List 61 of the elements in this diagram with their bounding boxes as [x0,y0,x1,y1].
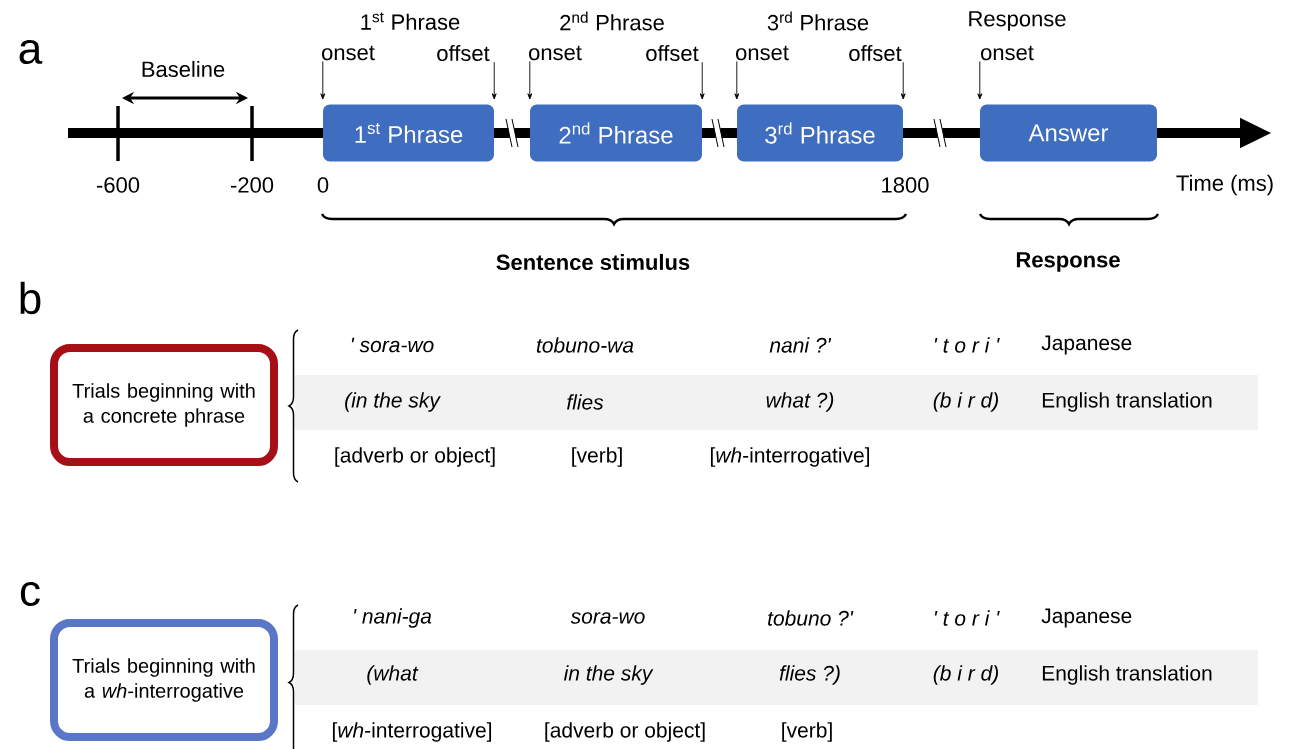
table-cell: English translation [1042,665,1212,685]
arrow [491,61,497,100]
table-cell: Japanese [1041,608,1132,628]
bracket-label: Response [1016,252,1120,272]
phrase-heading: 3$^{rd}$ Phrase [767,11,869,31]
cue-label: onset [981,45,1034,61]
table-cell: [wh-interrogative] [710,447,870,467]
arrow [977,60,983,100]
arrow [734,60,740,100]
table-cell: flies ?) [779,665,840,685]
panel-letter: c [20,581,40,607]
phrase-box: Answer [980,104,1157,162]
table-cell: nani ?' [769,337,832,353]
table-cell: sora-wo [570,612,645,624]
phrase-heading: Response [969,11,1066,31]
bracket-label: Sentence stimulus [496,253,690,271]
arrow [900,61,906,100]
table-cell: (what [367,665,419,685]
table-cell: tobuno-wa [536,337,634,353]
annotation: Baseline [142,60,225,78]
table-cell: (in the sky [345,392,441,412]
tick-label: 0 [317,177,329,193]
table-cell: (b i r d) [933,392,998,412]
panel-letter: a [19,39,43,65]
table-cell: ' nani-ga [354,608,432,628]
table-cell: ' sora-wo [351,337,434,353]
cue-label: offset [646,44,699,62]
phrase-heading: 1$^{st}$ Phrase [361,12,460,30]
table-cell: [verb] [572,447,622,467]
table-cell: [verb] [782,722,832,742]
table-cell: what ?) [766,392,834,412]
table-cell: ' t o r i ' [934,610,1000,626]
table-cell: ' t o r i ' [934,337,1000,353]
table-cell: (b i r d) [933,665,998,685]
arrow [320,60,326,100]
phrase-box: 1$^{st}$ Phrase [323,104,494,162]
arrow [527,60,533,100]
table-cell: [wh-interrogative] [332,722,492,742]
tick-label: -200 [230,177,274,193]
cue-label: offset [437,44,490,62]
table-cell: flies [567,394,604,410]
tick-label: 1800 [882,177,929,193]
phrase-box: 2$^{nd}$ Phrase [530,104,702,162]
table-cell: [adverb or object] [545,722,705,742]
cue-label: onset [529,45,582,61]
cue-label: offset [849,44,902,62]
panel-letter: b [20,281,41,315]
condition-box: Trials beginning with a concrete phrase [50,344,278,466]
table-cell: in the sky [564,665,654,685]
arrow [699,61,705,100]
table-cell: Japanese [1041,335,1132,355]
tick-label: -600 [96,177,140,193]
condition-box: Trials beginning with a wh-interrogative [50,619,278,741]
cue-label: onset [736,45,789,61]
phrase-heading: 2$^{nd}$ Phrase [560,11,664,31]
cue-label: onset [322,45,375,61]
table-cell: [adverb or object] [335,447,495,467]
table-cell: English translation [1042,392,1212,412]
axis-label: Time (ms) [1176,174,1273,196]
table-cell: tobuno ?' [768,610,854,626]
phrase-box: 3$^{rd}$ Phrase [737,104,903,162]
